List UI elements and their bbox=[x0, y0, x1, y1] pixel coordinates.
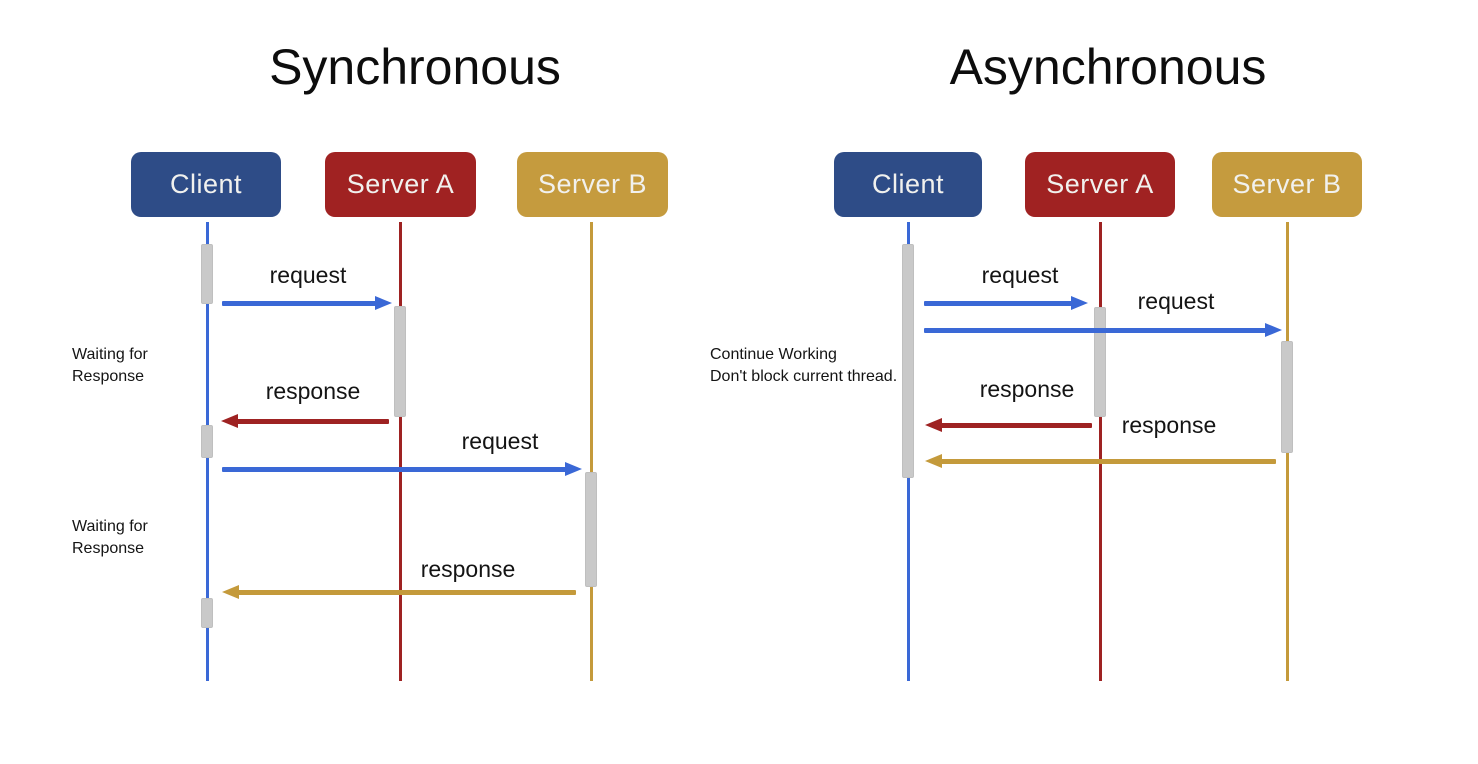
lifeline-server-b bbox=[590, 222, 593, 681]
arrow-head-icon bbox=[925, 454, 942, 468]
message-arrow-request bbox=[222, 301, 377, 306]
activation-bar-server-b bbox=[1281, 341, 1293, 453]
actor-label-server-b: Server B bbox=[537, 169, 648, 199]
message-label-response: response bbox=[1121, 412, 1217, 438]
message-label-response: response bbox=[265, 378, 361, 404]
activation-bar-client bbox=[201, 244, 213, 304]
diagram-title-synchronous: Synchronous bbox=[269, 39, 561, 95]
arrow-head-icon bbox=[925, 418, 942, 432]
actor-label-server-a: Server A bbox=[1046, 169, 1154, 199]
message-arrow-response bbox=[940, 459, 1276, 464]
message-label-request: request bbox=[461, 428, 539, 454]
activation-bar-client bbox=[201, 598, 213, 628]
message-arrow-request bbox=[924, 301, 1073, 306]
activation-bar-server-b bbox=[585, 472, 597, 587]
actor-box-client: Client bbox=[834, 152, 982, 217]
actor-label-server-a: Server A bbox=[346, 169, 455, 199]
message-label-request: request bbox=[981, 262, 1059, 288]
arrow-head-icon bbox=[222, 585, 239, 599]
message-label-response: response bbox=[979, 376, 1075, 402]
arrow-head-icon bbox=[1071, 296, 1088, 310]
note-line: Response bbox=[72, 367, 145, 385]
note-line: Don't block current thread. bbox=[710, 367, 898, 385]
message-arrow-response bbox=[237, 590, 576, 595]
actor-label-server-b: Server B bbox=[1232, 169, 1342, 199]
actor-box-server-a: Server A bbox=[325, 152, 476, 217]
message-label-request: request bbox=[269, 262, 347, 288]
activation-bar-server-a bbox=[394, 306, 406, 417]
arrow-head-icon bbox=[375, 296, 392, 310]
lifeline-server-a bbox=[1099, 222, 1102, 681]
actor-box-server-b: Server B bbox=[517, 152, 668, 217]
lifeline-server-a bbox=[399, 222, 402, 681]
message-arrow-request bbox=[222, 467, 567, 472]
note-line: Continue Working bbox=[710, 346, 837, 363]
arrow-head-icon bbox=[565, 462, 582, 476]
message-label-response: response bbox=[420, 556, 516, 582]
actor-label-client: Client bbox=[169, 169, 243, 199]
message-arrow-request bbox=[924, 328, 1267, 333]
actor-box-server-b: Server B bbox=[1212, 152, 1362, 217]
note-line: Waiting for bbox=[72, 518, 148, 535]
diagram-title-asynchronous: Asynchronous bbox=[949, 39, 1267, 95]
arrow-head-icon bbox=[1265, 323, 1282, 337]
arrow-head-icon bbox=[221, 414, 238, 428]
actor-box-server-a: Server A bbox=[1025, 152, 1175, 217]
message-arrow-response bbox=[940, 423, 1092, 428]
activation-bar-client bbox=[902, 244, 914, 478]
message-label-request: request bbox=[1137, 288, 1215, 314]
message-arrow-response bbox=[236, 419, 389, 424]
note-line: Waiting for bbox=[72, 346, 148, 363]
activation-bar-server-a bbox=[1094, 307, 1106, 417]
note-line: Response bbox=[72, 539, 145, 557]
actor-box-client: Client bbox=[131, 152, 281, 217]
activation-bar-client bbox=[201, 425, 213, 458]
actor-label-client: Client bbox=[871, 169, 945, 199]
